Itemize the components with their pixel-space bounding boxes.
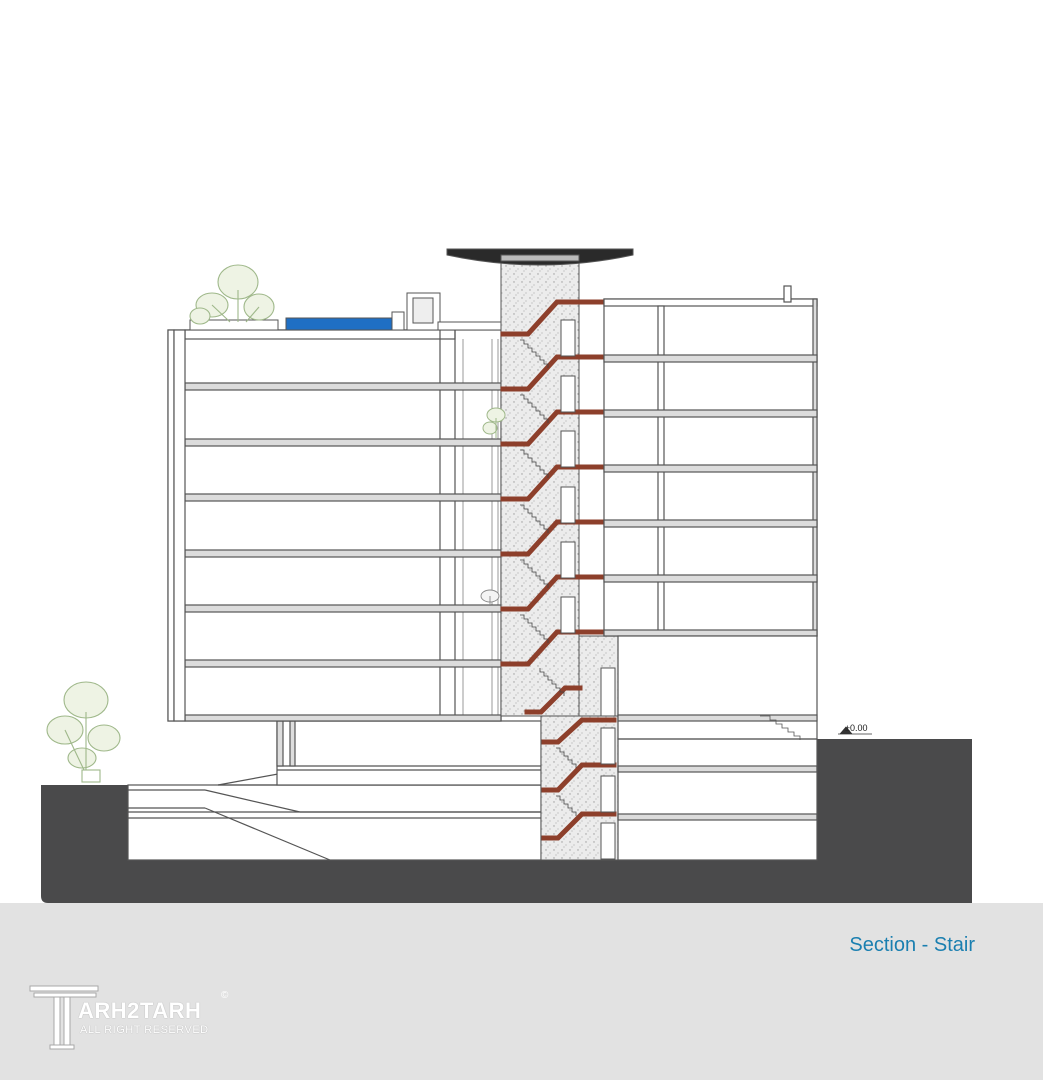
ground (41, 716, 972, 903)
plant-icon (480, 589, 500, 606)
left-building (167, 329, 502, 722)
right-building (603, 285, 818, 861)
plant-icon (46, 681, 121, 783)
logo-rights: ALL RIGHT RESERVED (80, 1024, 209, 1036)
level-marker (838, 726, 872, 735)
footer-band (0, 903, 1043, 1080)
roof-pool (189, 292, 502, 331)
plant-icon (482, 407, 506, 438)
stair-flights (500, 299, 617, 841)
ground-floor (276, 720, 542, 786)
section-title: Section - Stair (849, 934, 975, 956)
logo-mark-icon (29, 985, 99, 1050)
stair-steps (520, 339, 577, 816)
level-label: ±0.00 (845, 723, 867, 733)
section-drawing: ±0.00 (41, 248, 972, 903)
plant-icon (189, 264, 275, 325)
logo-name: ARH2TARH (78, 998, 202, 1023)
logo: ARH2TARH © ALL RIGHT RESERVED (28, 984, 238, 1054)
core-doors (560, 319, 616, 860)
logo-copyright: © (221, 990, 229, 1001)
